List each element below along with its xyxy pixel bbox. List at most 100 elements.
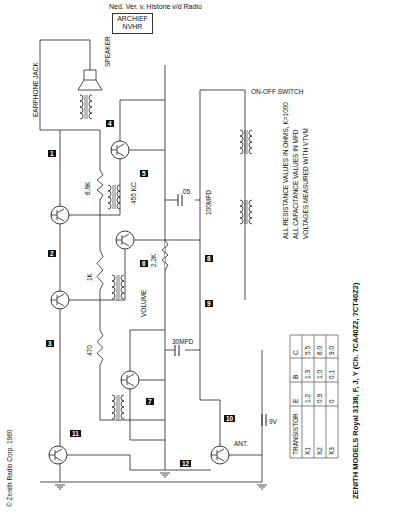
wire: [60, 130, 61, 206]
component-label: 6.0: [316, 345, 323, 356]
transformer-symbol: [112, 395, 124, 419]
wire: [40, 40, 90, 41]
table-rule: [326, 335, 327, 458]
component-label: 6.8K: [84, 181, 91, 196]
transistor-envelope: [116, 231, 134, 249]
component-label: © Zenith Radio Corp. 1960: [6, 429, 13, 508]
wire: [100, 290, 101, 330]
transformer-symbol: [240, 200, 252, 224]
component-label: ALL RESISTANCE VALUES IN OHMS, K=1000: [282, 101, 289, 240]
transistor-envelope: [49, 446, 67, 464]
wire: [60, 464, 61, 482]
component-label: VOLUME: [140, 289, 147, 318]
callout-number: 7: [146, 398, 154, 405]
callout-number: 4: [106, 120, 114, 127]
core-lines: [117, 275, 119, 299]
component-label: 470: [86, 344, 93, 357]
winding: [108, 185, 111, 209]
wire: [130, 330, 165, 371]
transistor-envelope: [51, 206, 69, 224]
component-label: 5.5: [304, 345, 311, 356]
transistor-leads: [51, 294, 64, 306]
table-rule: [290, 406, 338, 407]
component-label: C: [292, 349, 299, 356]
component-label: 100MFD: [205, 189, 212, 216]
winding: [112, 395, 115, 419]
transistor-leads: [211, 449, 224, 461]
winding: [240, 130, 243, 154]
transistor-leads: [49, 449, 62, 461]
component-label: 1.0: [316, 369, 323, 380]
component-label: 30MFD: [171, 338, 194, 345]
wire: [200, 90, 201, 330]
callout-number: 2: [48, 250, 56, 257]
transformer-symbol: [112, 275, 124, 299]
stamp-text: NVHR: [116, 23, 149, 31]
callout-number: 9: [205, 300, 213, 307]
callout-number: 3: [46, 340, 54, 347]
component-label: 2.2K: [150, 253, 157, 268]
wire: [100, 130, 101, 170]
component-label: EARPHONE JACK: [32, 61, 39, 118]
callout-number: 12: [180, 460, 191, 467]
voltage-table-grid: [290, 335, 338, 458]
wire: [165, 200, 178, 201]
resistor-symbol: [97, 330, 103, 365]
archive-stamp: ARCHIEFNVHR: [112, 13, 153, 34]
callout-number: 5: [140, 170, 148, 177]
winding: [117, 185, 120, 209]
wire: [100, 200, 101, 250]
table-rule: [290, 382, 338, 383]
wire: [185, 350, 200, 351]
transistor-leads: [116, 234, 129, 246]
core-lines: [117, 395, 119, 419]
wire: [134, 240, 200, 241]
component-label: SPEAKER: [104, 35, 111, 68]
resistor-symbol: [97, 250, 103, 290]
winding: [80, 95, 83, 119]
transistor-envelope: [51, 291, 69, 309]
wire: [40, 350, 262, 482]
callout-number: 10: [224, 415, 235, 422]
component-label: 0.1: [328, 369, 335, 380]
core-lines: [245, 200, 247, 224]
ground-symbol: [160, 473, 170, 477]
component-label: TRANSISTOR: [292, 412, 299, 456]
resistors: [97, 170, 168, 365]
transistor-leads: [121, 374, 134, 386]
transistor-leads: [111, 144, 124, 156]
transistor-symbol: [51, 206, 69, 224]
wire: [200, 90, 245, 300]
transistor-symbol: [116, 231, 134, 249]
ground-symbol: [257, 485, 267, 489]
coils: [80, 95, 252, 419]
winding: [249, 200, 252, 224]
wire: [60, 309, 61, 446]
transformer-symbol: [240, 130, 252, 154]
component-label: 1.2: [304, 393, 311, 404]
winding: [121, 395, 124, 419]
table-rule: [302, 335, 303, 458]
wire: [130, 389, 165, 440]
transformer-symbol: [80, 95, 92, 119]
table-rule: [290, 358, 338, 359]
component-label: 9.0: [328, 345, 335, 356]
wires: [40, 40, 262, 482]
component-label: 1.3: [304, 369, 311, 380]
component-label: B: [292, 374, 299, 380]
wire: [195, 200, 200, 201]
table-rule: [290, 458, 338, 459]
transistor-envelope: [211, 446, 229, 464]
callout-number: 8: [205, 255, 213, 262]
component-label: VOLTAGES MEASURED WITH VTVM: [302, 127, 309, 240]
component-label: 9V: [268, 418, 278, 425]
wire: [67, 455, 211, 470]
model-title: ZENITH MODELS Royal 3138, F, J, Y (Ch. 7…: [352, 282, 360, 500]
wire: [90, 40, 91, 70]
table-rule: [314, 335, 315, 458]
capacitor-symbol: [262, 414, 266, 426]
component-label: 0: [328, 398, 335, 404]
component-label: X3: [328, 446, 335, 456]
resistor-symbol: [162, 240, 168, 270]
